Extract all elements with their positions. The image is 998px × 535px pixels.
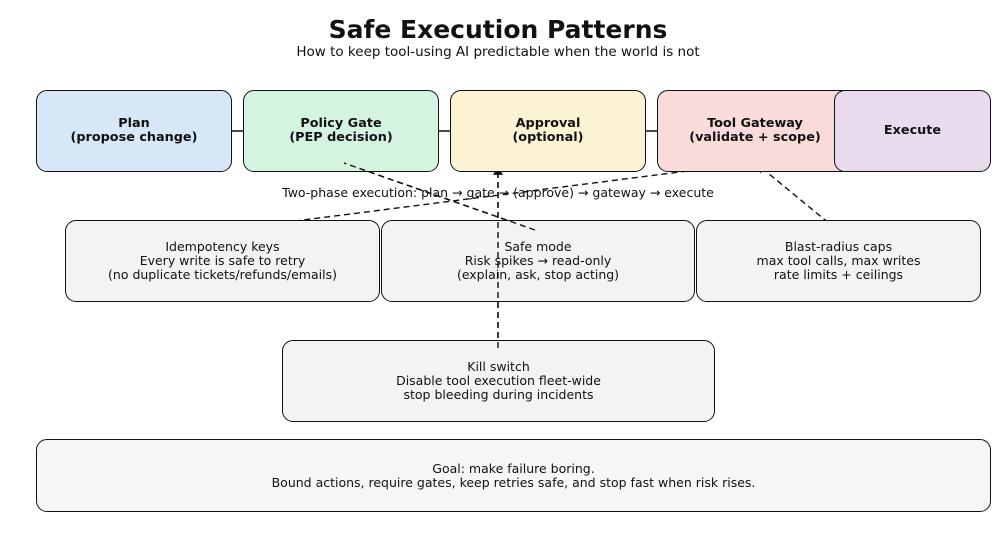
execute-title: Execute <box>883 123 942 138</box>
blast-radius-line-2: max tool calls, max writes <box>756 253 921 268</box>
goal-title: Goal: make failure boring. <box>432 460 595 476</box>
plan-title: Plan <box>118 116 150 131</box>
tool-gateway-subtitle: (validate + scope) <box>689 130 821 145</box>
approval-box: Approval (optional) <box>450 90 646 172</box>
idempotency-line-3: (no duplicate tickets/refunds/emails) <box>108 267 337 282</box>
tool-gateway-title: Tool Gateway <box>707 116 803 131</box>
diagram-title: Safe Execution Patterns <box>328 15 668 44</box>
safe-mode-line-2: Risk spikes → read-only <box>464 253 612 268</box>
plan-subtitle: (propose change) <box>70 130 198 145</box>
blast-radius-caps-box: Blast-radius caps max tool calls, max wr… <box>696 220 981 302</box>
kill-switch-line-3: stop bleeding during incidents <box>403 387 594 402</box>
plan-box: Plan (propose change) <box>36 90 232 172</box>
approval-title: Approval <box>515 116 581 131</box>
kill-switch-title: Kill switch <box>467 359 530 374</box>
kill-switch-line-2: Disable tool execution fleet-wide <box>396 373 601 388</box>
policy-gate-title: Policy Gate <box>300 116 382 131</box>
diagram-subtitle: How to keep tool-using AI predictable wh… <box>296 44 700 60</box>
flow-caption: Two-phase execution: plan → gate → (appr… <box>282 185 714 200</box>
blast-radius-line-3: rate limits + ceilings <box>773 267 904 282</box>
tool-gateway-box: Tool Gateway (validate + scope) <box>657 90 853 172</box>
approval-subtitle: (optional) <box>512 130 584 145</box>
idempotency-line-2: Every write is safe to retry <box>139 253 306 268</box>
safe-mode-line-3: (explain, ask, stop acting) <box>456 267 620 282</box>
goal-description: Bound actions, require gates, keep retri… <box>271 474 756 490</box>
safe-mode-title: Safe mode <box>504 239 572 254</box>
idempotency-title: Idempotency keys <box>165 239 280 254</box>
kill-switch-box: Kill switch Disable tool execution fleet… <box>282 340 715 422</box>
policy-gate-box: Policy Gate (PEP decision) <box>243 90 439 172</box>
policy-gate-subtitle: (PEP decision) <box>289 130 393 145</box>
blast-radius-title: Blast-radius caps <box>784 239 893 254</box>
safe-mode-box: Safe mode Risk spikes → read-only (expla… <box>381 220 695 302</box>
goal-box: Goal: make failure boring. Bound actions… <box>36 439 991 512</box>
execute-box: Execute <box>834 90 991 172</box>
idempotency-keys-box: Idempotency keys Every write is safe to … <box>65 220 380 302</box>
